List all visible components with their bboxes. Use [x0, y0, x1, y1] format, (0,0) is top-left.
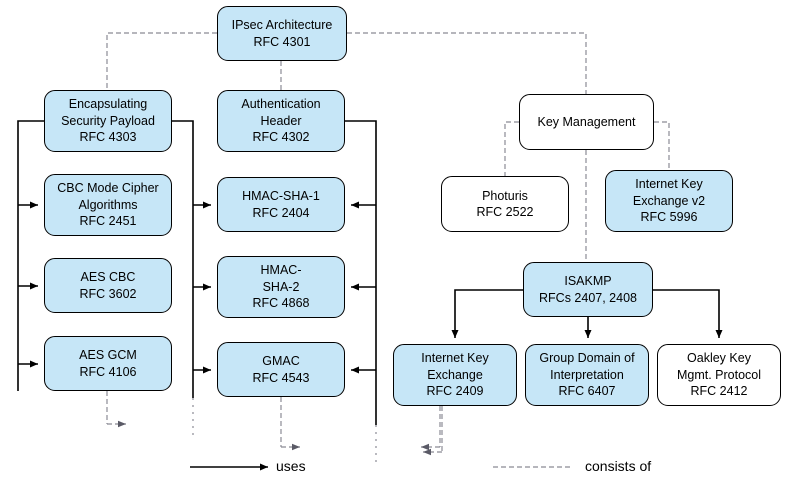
node-label-line: Oakley Key	[687, 351, 751, 366]
node-aes-cbc[interactable]: AES CBC RFC 3602	[44, 258, 172, 313]
node-label-line: Group Domain of	[539, 351, 635, 366]
legend-uses-label: uses	[276, 458, 306, 474]
node-label-line: Internet Key	[421, 351, 489, 366]
uses-isakmp-to-oakley	[653, 289, 723, 338]
consists-of-connectors	[106, 32, 670, 467]
legend-consists-of-label: consists of	[585, 458, 652, 474]
node-label-line: Algorithms	[78, 197, 138, 212]
node-label-line: RFC 2409	[426, 384, 484, 399]
node-key-management[interactable]: Key Management	[519, 94, 654, 150]
node-label-line: Interpretation	[550, 367, 624, 382]
node-isakmp[interactable]: ISAKMP RFCs 2407, 2408	[523, 262, 653, 317]
node-label-line: Security Payload	[61, 113, 155, 128]
node-gmac[interactable]: GMAC RFC 4543	[217, 342, 345, 397]
node-label-line: RFC 4868	[252, 296, 310, 311]
uses-connectors	[17, 120, 723, 471]
node-label-line: Encapsulating	[68, 97, 148, 112]
node-label-line: RFC 2412	[690, 384, 748, 399]
consists-of-km-to-ikev2	[654, 121, 670, 170]
node-label-line: RFC 2404	[252, 205, 310, 220]
node-label-line: RFC 6407	[558, 384, 616, 399]
node-label-line: RFC 3602	[79, 286, 137, 301]
consists-of-arch-to-km	[347, 32, 587, 94]
uses-esp-left-bus	[17, 120, 44, 391]
consists-of-arch-to-esp	[106, 32, 217, 90]
node-aes-gcm[interactable]: AES GCM RFC 4106	[44, 336, 172, 391]
node-label-line: RFC 4301	[253, 34, 311, 49]
node-label-line: HMAC-SHA-1	[242, 189, 320, 203]
node-label-line: RFC 2522	[476, 205, 534, 219]
node-label-line: RFC 4302	[252, 130, 310, 145]
node-label-line: Internet Key	[635, 177, 703, 192]
node-label-line: ISAKMP	[564, 274, 612, 288]
node-label-line: RFC 4543	[252, 370, 310, 385]
consists-of-km-to-photuris	[504, 121, 519, 176]
uses-isakmp-to-ike	[451, 289, 523, 338]
uses-esp-right-bus	[172, 120, 194, 398]
node-label-line: Exchange v2	[632, 193, 706, 208]
node-label-line: IPsec Architecture	[231, 18, 333, 32]
node-label-line: AES CBC	[80, 270, 136, 284]
node-label-line: CBC Mode Cipher	[57, 181, 159, 196]
node-label-line: Authentication	[241, 97, 321, 112]
node-label-line: HMAC-	[260, 263, 302, 278]
node-label-line: AES GCM	[79, 348, 137, 362]
node-label-line: SHA-2	[262, 279, 300, 294]
node-label-line: Photuris	[482, 188, 528, 203]
uses-ah-right-bus	[345, 120, 377, 425]
node-label-line: RFC 2451	[79, 214, 137, 229]
node-label-line: RFC 4303	[79, 130, 137, 145]
node-label-line: RFC 5996	[640, 210, 698, 225]
node-label-line: Exchange	[427, 367, 483, 382]
node-label-line: GMAC	[262, 354, 300, 368]
node-label-line: Key Management	[537, 114, 636, 129]
node-label-line: Header	[260, 113, 302, 128]
node-label-line: RFC 4106	[79, 364, 137, 379]
node-label-line: RFCs 2407, 2408	[539, 290, 637, 305]
node-label-line: Mgmt. Protocol	[676, 367, 762, 382]
